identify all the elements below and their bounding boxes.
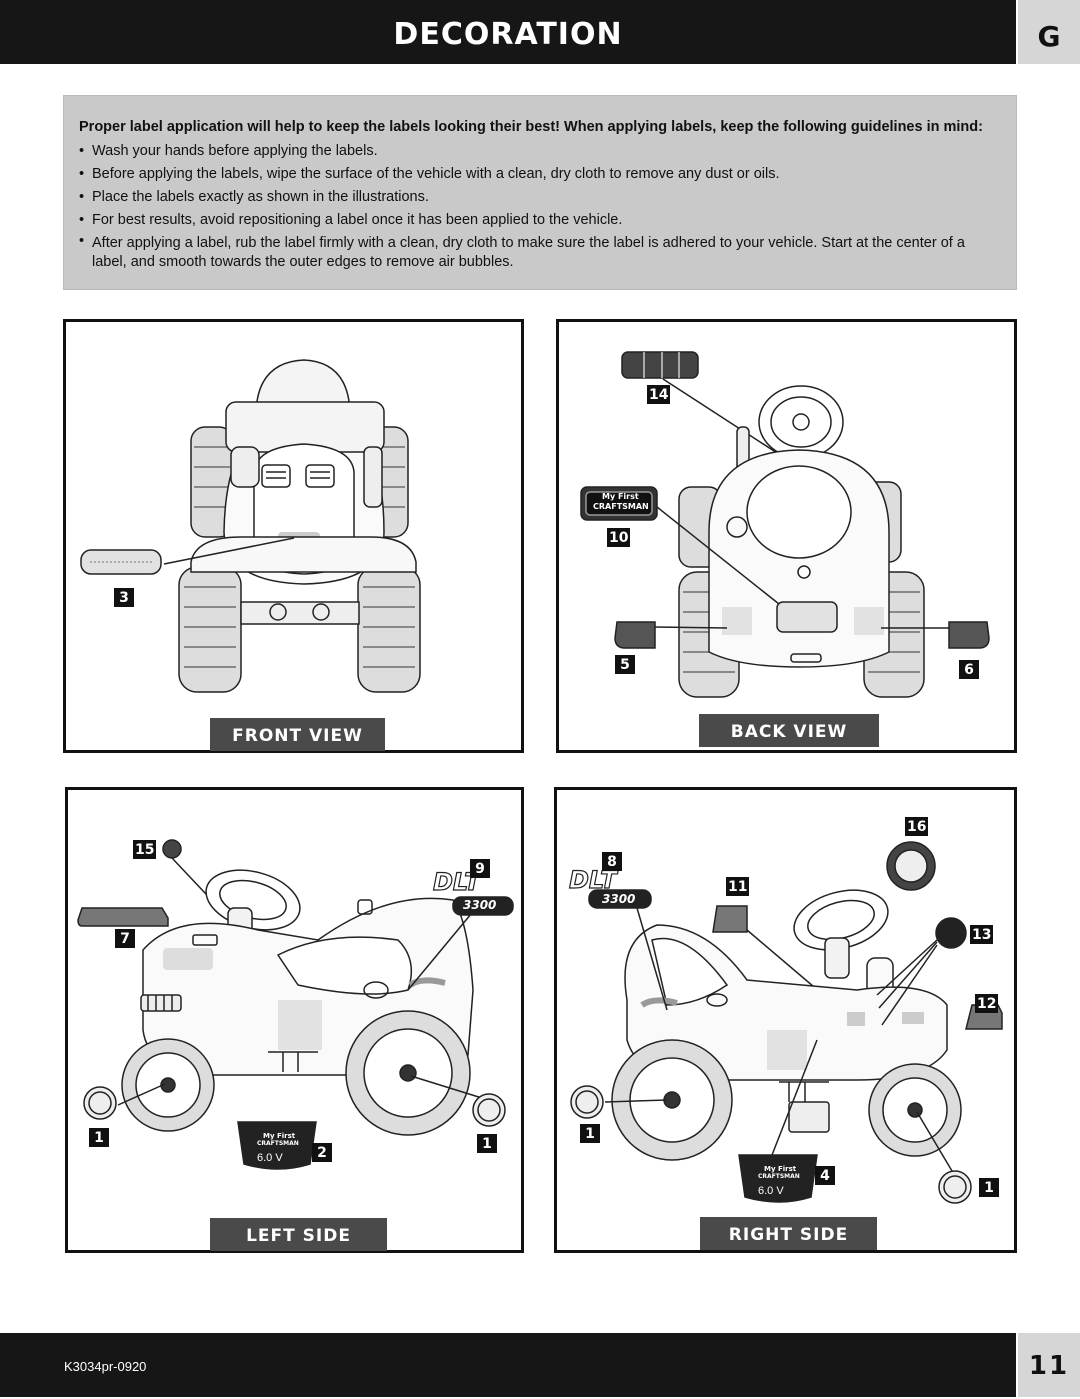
back-view-panel: My First CRAFTSMAN 14 10 5 6 BACK VIEW bbox=[556, 319, 1017, 753]
brand-label-small: My First bbox=[602, 492, 639, 501]
guideline-item: Wash your hands before applying the labe… bbox=[79, 140, 979, 163]
page-header bbox=[0, 0, 1016, 64]
page-title: DECORATION bbox=[393, 17, 623, 52]
callout-15: 15 bbox=[133, 840, 157, 859]
right-side-panel: DLT bbox=[554, 787, 1017, 1253]
callout-1: 1 bbox=[580, 1124, 600, 1143]
left-side-panel: DLT CRAFTSMAN 3300 My First CRAFTSMAN 6.… bbox=[65, 787, 524, 1253]
callout-3: 3 bbox=[114, 588, 134, 607]
guideline-item: Place the labels exactly as shown in the… bbox=[79, 186, 979, 209]
callout-11: 11 bbox=[726, 877, 750, 896]
callout-14: 14 bbox=[647, 385, 671, 404]
callout-1: 1 bbox=[89, 1128, 109, 1147]
brand-label: CRAFTSMAN bbox=[758, 1173, 800, 1180]
callout-4: 4 bbox=[815, 1166, 835, 1185]
callout-1: 1 bbox=[477, 1134, 497, 1153]
left-side-title: LEFT SIDE bbox=[210, 1218, 387, 1251]
front-view-title: FRONT VIEW bbox=[210, 718, 385, 751]
callout-16: 16 bbox=[905, 817, 929, 836]
callout-8: 8 bbox=[602, 852, 622, 871]
guideline-item: Before applying the labels, wipe the sur… bbox=[79, 163, 979, 186]
voltage-label: 6.0 V bbox=[758, 1185, 784, 1197]
callout-5: 5 bbox=[615, 655, 635, 674]
back-view-title: BACK VIEW bbox=[699, 714, 879, 747]
page-footer bbox=[0, 1333, 1016, 1397]
guideline-item: After applying a label, rub the label fi… bbox=[79, 232, 979, 272]
guidelines-intro: Proper label application will help to ke… bbox=[79, 119, 983, 135]
page-number: 11 bbox=[1018, 1333, 1080, 1397]
guidelines-box: Proper label application will help to ke… bbox=[63, 95, 1017, 290]
voltage-label: 6.0 V bbox=[257, 1152, 283, 1164]
guidelines-list: Wash your hands before applying the labe… bbox=[79, 140, 979, 272]
callout-9: 9 bbox=[470, 859, 490, 878]
callout-10: 10 bbox=[607, 528, 631, 547]
left-side-illustration: DLT bbox=[77, 839, 514, 1170]
front-view-illustration bbox=[80, 359, 421, 693]
callout-6: 6 bbox=[959, 660, 979, 679]
front-view-panel: 3 FRONT VIEW bbox=[63, 319, 524, 753]
callout-13: 13 bbox=[970, 925, 994, 944]
brand-label-small: My First bbox=[263, 1132, 296, 1140]
svg-text:DLT: DLT bbox=[433, 868, 482, 896]
callout-7: 7 bbox=[115, 929, 135, 948]
model-number-label: 3300 bbox=[602, 892, 636, 906]
document-code: K3034pr-0920 bbox=[64, 1359, 147, 1374]
brand-label: CRAFTSMAN bbox=[593, 502, 649, 511]
callout-2: 2 bbox=[312, 1143, 332, 1162]
brand-label: CRAFTSMAN bbox=[257, 1140, 299, 1147]
back-view-illustration bbox=[580, 351, 990, 698]
right-side-title: RIGHT SIDE bbox=[700, 1217, 877, 1250]
callout-12: 12 bbox=[975, 994, 999, 1013]
brand-label: CRAFTSMAN bbox=[101, 900, 157, 909]
guideline-item: For best results, avoid repositioning a … bbox=[79, 209, 979, 232]
model-number-label: 3300 bbox=[463, 898, 497, 912]
right-side-illustration: DLT bbox=[568, 841, 1003, 1204]
section-tab: G bbox=[1018, 0, 1080, 64]
callout-1: 1 bbox=[979, 1178, 999, 1197]
brand-label-small: My First bbox=[764, 1165, 797, 1173]
